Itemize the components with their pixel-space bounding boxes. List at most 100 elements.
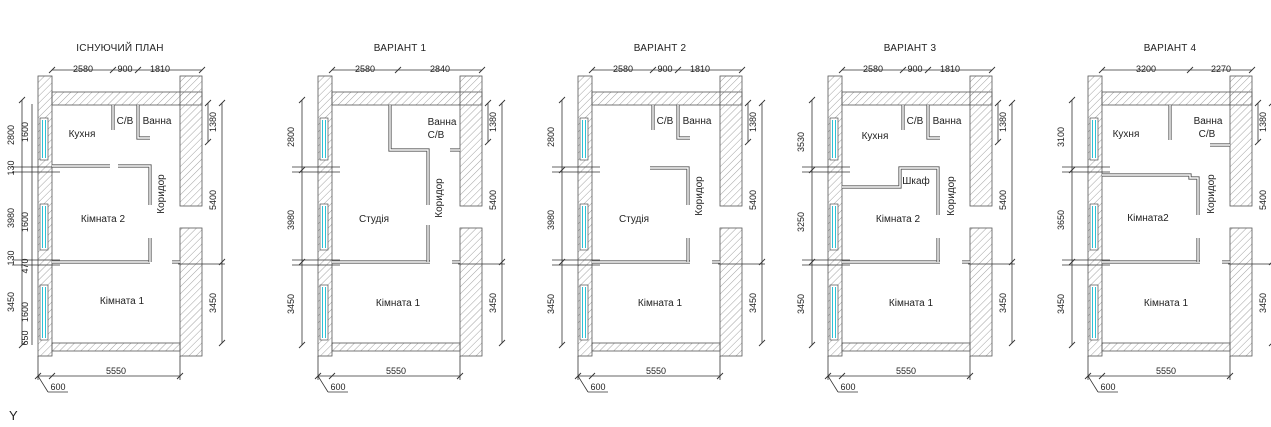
dim-left-1: 1600 xyxy=(20,122,30,142)
axis-y-label: Y xyxy=(9,408,18,423)
dim-right-2: 5400 xyxy=(748,190,758,210)
dimension-tick xyxy=(838,66,846,74)
window-room-bottom xyxy=(579,284,589,341)
partition-wc-right-core xyxy=(927,105,940,139)
interior-wall-top xyxy=(841,91,993,106)
partition-kitchen-bottom xyxy=(1102,173,1200,215)
plan-title: ВАРІАНТ 4 xyxy=(1144,43,1197,54)
dimension-tick xyxy=(48,372,56,380)
dim-left-1: 3980 xyxy=(286,210,296,230)
room-label-bath: Ванна xyxy=(1194,116,1223,127)
dim-top-a: 3200 xyxy=(1136,64,1156,74)
dim-left-1: 3980 xyxy=(546,210,556,230)
plan-title: ВАРІАНТ 2 xyxy=(634,43,687,54)
dimension-tick xyxy=(988,66,996,74)
dim-left-4: 1600 xyxy=(20,212,30,232)
leader-line xyxy=(827,375,839,393)
dim-bottom-total: 5550 xyxy=(646,366,666,376)
dimension-tick xyxy=(328,66,336,74)
wall-bottom xyxy=(1101,342,1231,352)
dimension-tick xyxy=(1098,372,1106,380)
dim-left-0: 3100 xyxy=(1056,127,1066,147)
dimension-tick xyxy=(744,138,752,146)
dimension-tick xyxy=(298,258,306,266)
dim-left-0: 2800 xyxy=(286,127,296,147)
dimension-tick xyxy=(808,96,816,104)
dimension-tick xyxy=(18,96,26,104)
dimension-tick xyxy=(558,341,566,349)
dim-top-a: 2580 xyxy=(355,64,375,74)
dim-top-c: 1810 xyxy=(690,64,710,74)
dimension-tick xyxy=(394,66,402,74)
dimension-tick xyxy=(994,138,1002,146)
dim-bottom-wall: 600 xyxy=(330,382,345,392)
dimension-tick xyxy=(48,66,56,74)
dim-top-c: 1810 xyxy=(940,64,960,74)
room-label-kitchen: Кухня xyxy=(862,131,889,142)
dimension-tick xyxy=(1268,343,1271,347)
partition-closet-core xyxy=(842,167,939,215)
dim-top-a: 2580 xyxy=(863,64,883,74)
partition-corridor-upper xyxy=(650,166,690,205)
leader-line xyxy=(1087,375,1099,393)
window-kitchen xyxy=(829,117,839,161)
dim-right-1: 1380 xyxy=(208,112,218,132)
dim-right-3: 3450 xyxy=(1258,293,1268,313)
dimension-tick xyxy=(1068,166,1076,174)
window-room-mid xyxy=(579,203,589,251)
plan-title: ІСНУЮЧИЙ ПЛАН xyxy=(76,41,163,54)
dimension-tick xyxy=(966,372,974,380)
plan-variant-4: ВАРІАНТ 4КухняВаннаС/ВКімната2КоридорКім… xyxy=(1056,43,1271,393)
dimension-tick xyxy=(109,66,117,74)
room-label-corridor: Коридор xyxy=(1206,174,1217,214)
dim-left-5: 130 xyxy=(6,250,16,265)
dim-right-1: 1380 xyxy=(748,112,758,132)
dimension-tick xyxy=(1226,372,1234,380)
dimension-tick xyxy=(758,99,766,107)
window-room-bottom xyxy=(39,284,49,341)
wall-bottom xyxy=(591,342,721,352)
room-label-closet: Шкаф xyxy=(902,175,930,187)
room-label-corridor: Коридор xyxy=(434,178,445,218)
dimension-tick xyxy=(298,166,306,174)
window-room-mid xyxy=(829,203,839,251)
dimension-tick xyxy=(924,66,932,74)
exterior-wall-right-lower xyxy=(459,227,483,357)
dimension-tick xyxy=(716,372,724,380)
window-kitchen xyxy=(579,117,589,161)
dim-left-1: 3250 xyxy=(796,212,806,232)
room-label-room_bottom: Кімната 1 xyxy=(889,298,934,309)
room-label-room_mid: Студія xyxy=(359,214,389,225)
dimension-tick xyxy=(298,96,306,104)
dimension-tick xyxy=(18,341,26,349)
dim-left-9: 650 xyxy=(20,330,30,345)
room-label-room_mid: Кімната2 xyxy=(1127,213,1169,224)
partition-bath xyxy=(388,105,430,205)
dimension-tick xyxy=(808,341,816,349)
room-label-kitchen: Кухня xyxy=(69,129,96,140)
dim-top-b: 900 xyxy=(907,64,922,74)
dimension-tick xyxy=(498,339,506,347)
dimension-tick xyxy=(674,66,682,74)
dimension-tick xyxy=(808,258,816,266)
exterior-wall-right-lower xyxy=(1229,227,1253,357)
dimension-tick xyxy=(1068,258,1076,266)
dim-bottom-wall: 600 xyxy=(1100,382,1115,392)
dimension-tick xyxy=(588,66,596,74)
dimension-tick xyxy=(1098,66,1106,74)
dim-right-1: 1380 xyxy=(1258,112,1268,132)
dimension-tick xyxy=(456,372,464,380)
wall-bottom xyxy=(331,342,461,352)
dimension-tick xyxy=(558,166,566,174)
dim-bottom-total: 5550 xyxy=(106,366,126,376)
dim-left-8: 1600 xyxy=(20,302,30,322)
dimension-tick xyxy=(1068,341,1076,349)
dim-right-2: 5400 xyxy=(998,190,1008,210)
dim-right-2: 5400 xyxy=(488,190,498,210)
dim-right-3: 3450 xyxy=(748,293,758,313)
dim-top-b: 900 xyxy=(117,64,132,74)
dimension-tick xyxy=(218,339,226,347)
